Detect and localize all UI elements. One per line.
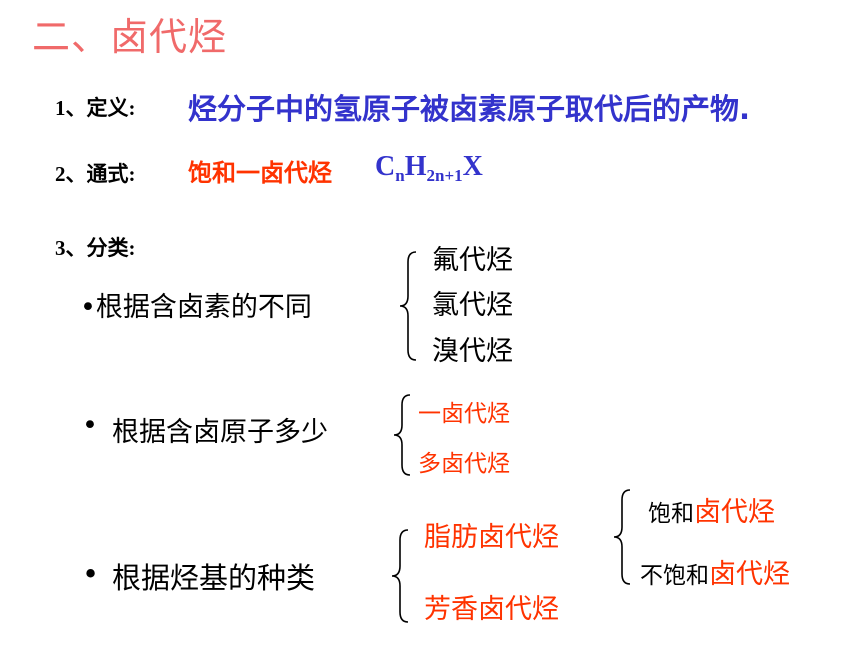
by-count-brace (393, 394, 411, 476)
sub-saturated-prefix: 饱和 (648, 501, 694, 527)
halogen-item-chloro: 氯代烃 (432, 290, 513, 321)
group-item-aliphatic: 脂肪卤代烃 (424, 522, 559, 553)
formula-name: 饱和一卤代烃 (188, 159, 332, 187)
classification-label: 3、分类: (55, 236, 136, 260)
halogen-item-fluoro: 氟代烃 (432, 245, 513, 276)
formula-c: C (375, 151, 396, 182)
halogen-item-bromo: 溴代烃 (432, 336, 513, 367)
by-halogen-brace (399, 251, 417, 361)
by-group-bullet: • (82, 557, 100, 591)
aliphatic-sub-brace (613, 489, 631, 585)
sub-unsaturated-suffix: 卤代烃 (709, 559, 790, 590)
group-item-aromatic: 芳香卤代烃 (424, 594, 559, 625)
sub-unsaturated-prefix: 不饱和 (640, 563, 709, 589)
sub-item-unsaturated: 不饱和卤代烃 (640, 552, 790, 591)
definition-text: 烃分子中的氢原子被卤素原子取代后的产物. (188, 92, 751, 126)
sub-item-saturated: 饱和卤代烃 (648, 490, 775, 529)
by-group-heading: 根据烃基的种类 (112, 561, 316, 595)
definition-label: 1、定义: (55, 96, 136, 120)
count-item-mono: 一卤代烃 (418, 401, 510, 427)
formula-x: X (462, 151, 483, 182)
sub-saturated-suffix: 卤代烃 (694, 497, 775, 528)
by-halogen-heading: •根据含卤素的不同 (80, 292, 312, 323)
formula-h-sub: 2n+1 (426, 166, 463, 185)
count-item-poly: 多卤代烃 (418, 451, 510, 477)
formula-label: 2、通式: (55, 162, 136, 186)
by-count-heading: 根据含卤原子多少 (112, 417, 328, 448)
formula-c-sub: n (395, 166, 405, 185)
by-group-brace (391, 529, 409, 623)
slide-title: 二、卤代烃 (32, 15, 228, 59)
general-formula: CnH2n+1X (375, 151, 483, 186)
by-count-bullet: • (82, 410, 98, 441)
formula-h: H (404, 151, 427, 182)
